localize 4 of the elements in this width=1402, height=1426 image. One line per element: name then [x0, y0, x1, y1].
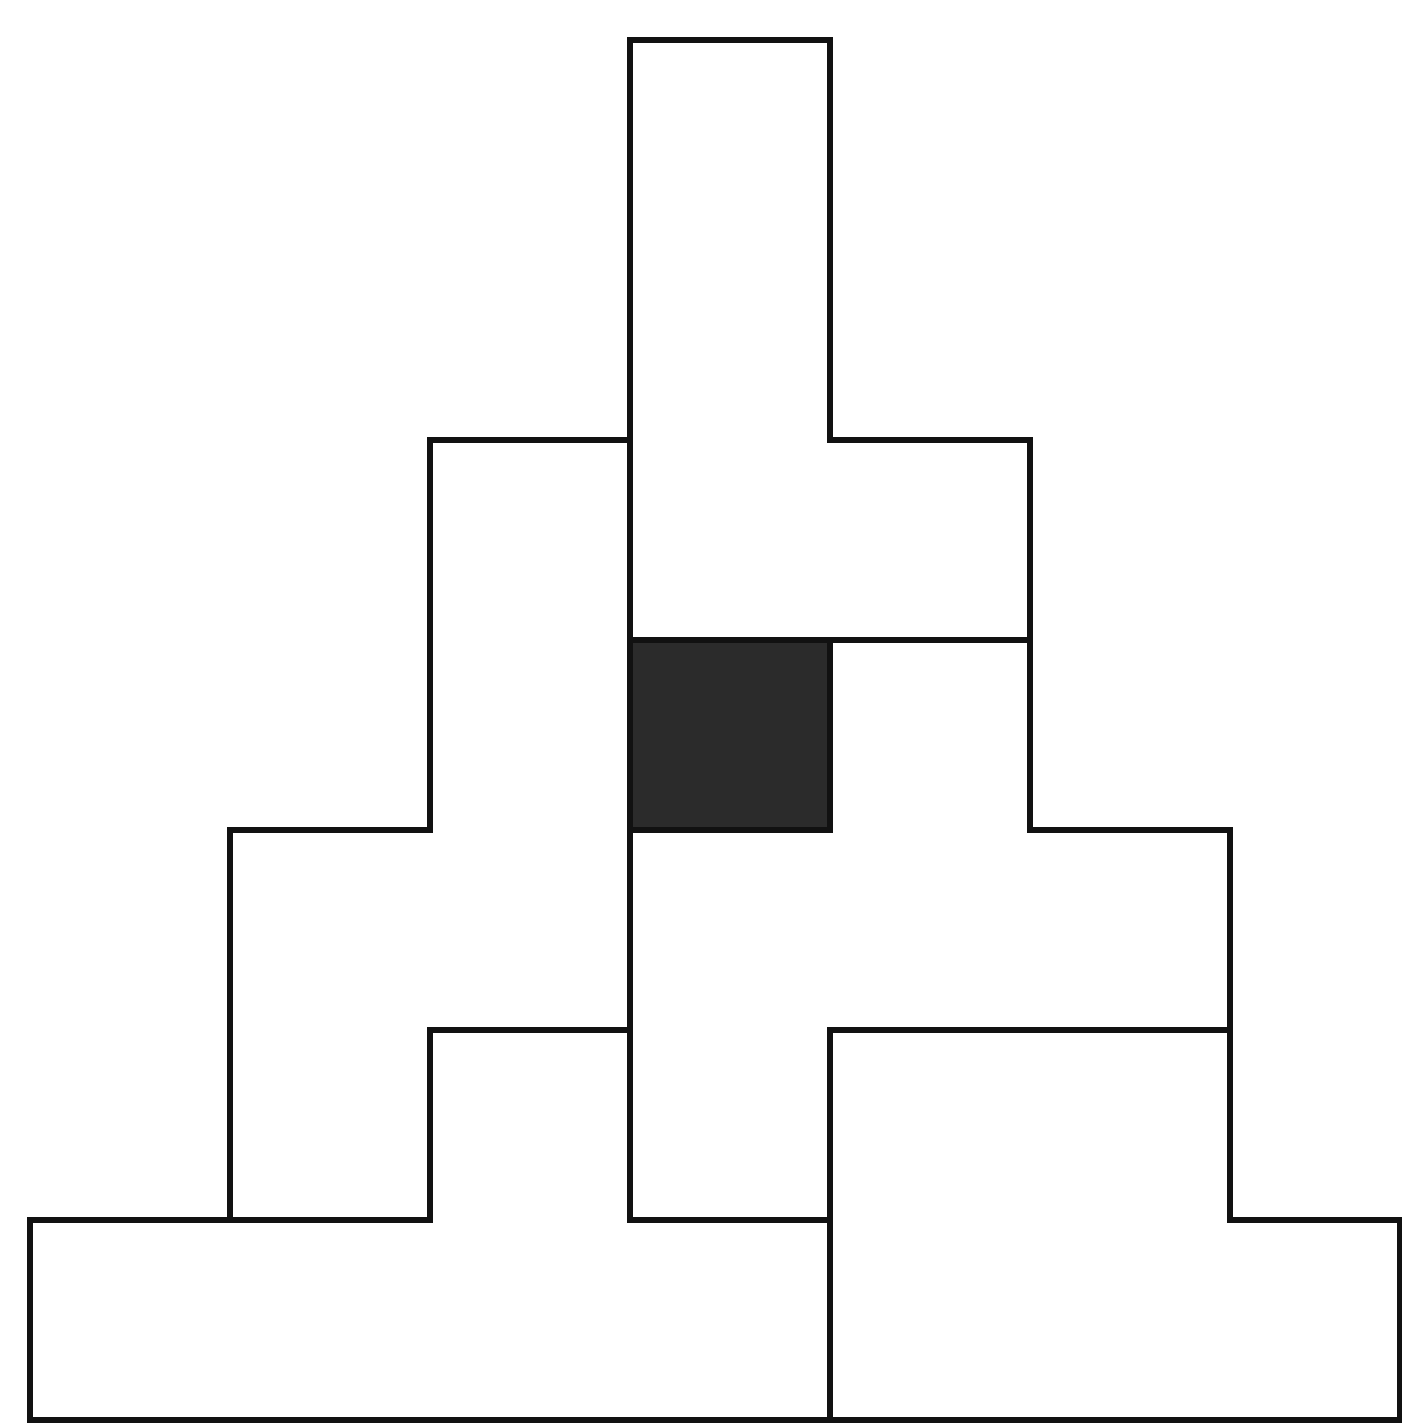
puzzle-piece	[230, 440, 630, 1220]
puzzle-piece	[630, 40, 1030, 640]
puzzle-piece	[830, 1030, 1400, 1420]
puzzle-piece	[30, 1030, 830, 1420]
